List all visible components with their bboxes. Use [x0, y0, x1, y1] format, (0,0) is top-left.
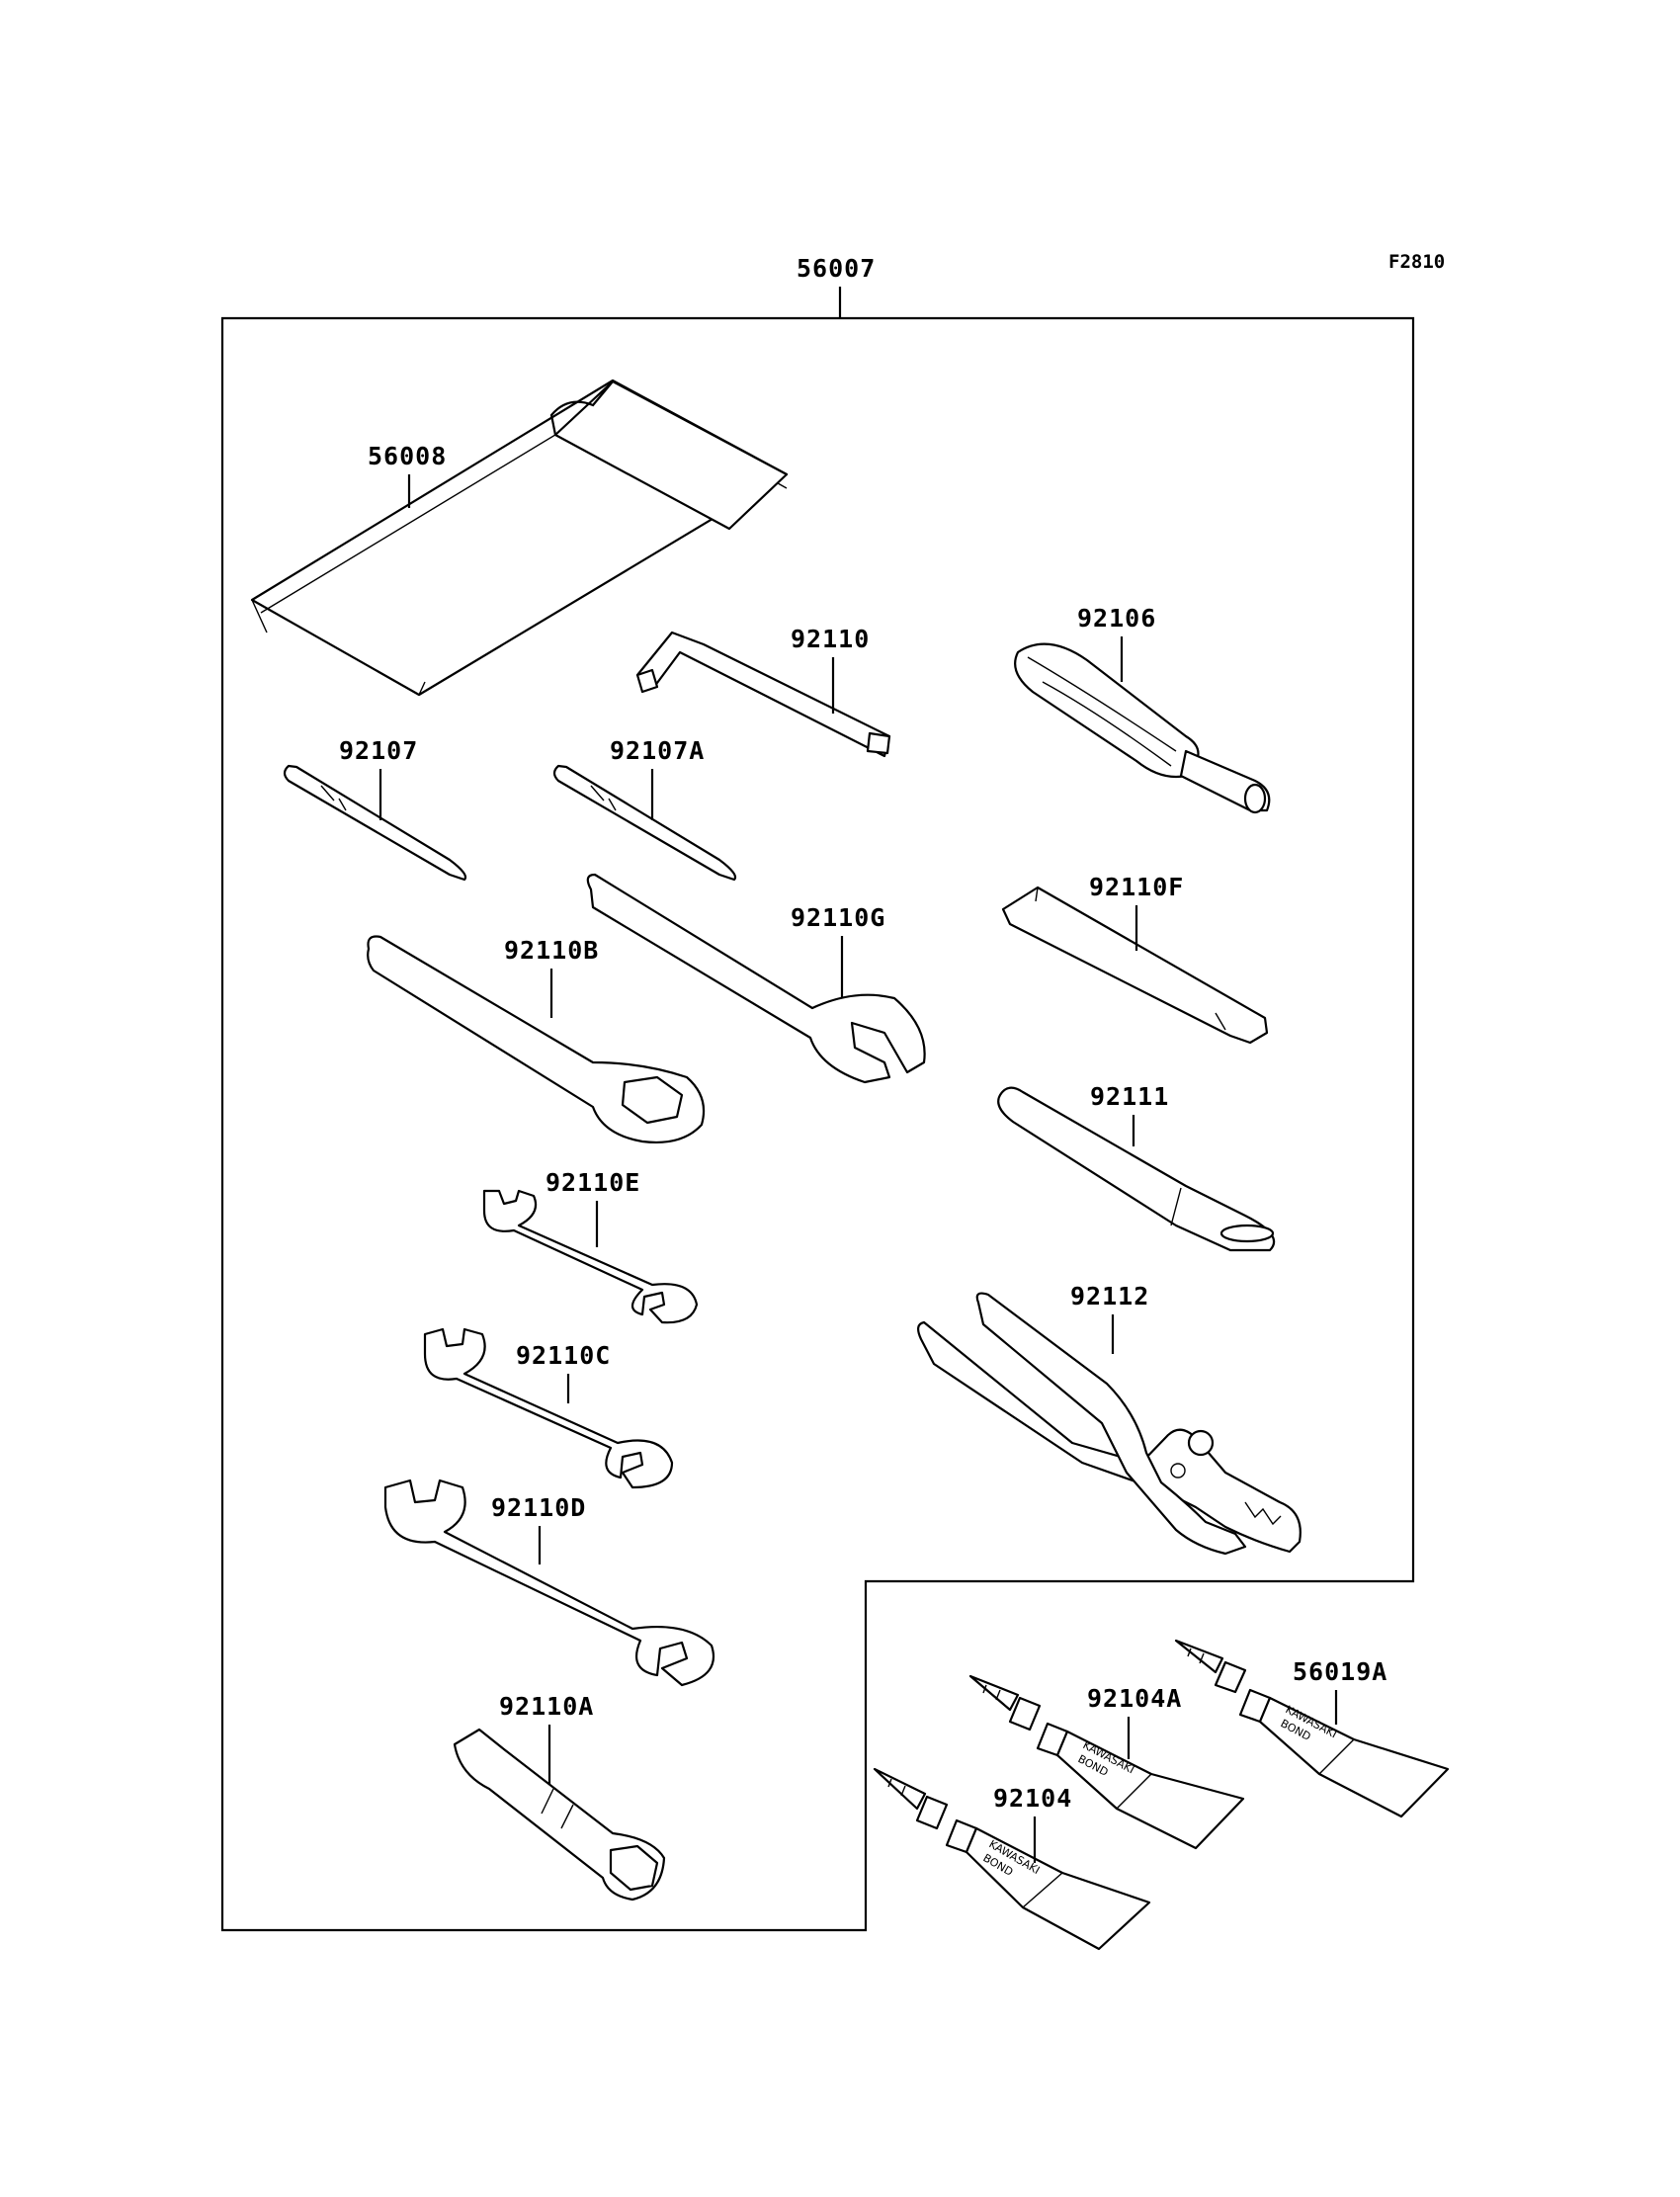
tool-pouch-56008 — [250, 379, 789, 697]
label-92107A: 92107A — [610, 736, 705, 765]
screwdriver-bit-92107 — [283, 764, 467, 882]
label-56007: 56007 — [797, 254, 876, 283]
screwdriver-handle-92106 — [1014, 642, 1271, 814]
double-wrench-92110C — [423, 1327, 674, 1489]
label-56008: 56008 — [368, 442, 447, 470]
label-92110A: 92110A — [499, 1692, 594, 1721]
label-92110F: 92110F — [1089, 873, 1184, 901]
open-wrench-92110G — [586, 873, 926, 1084]
double-wrench-92110D — [383, 1479, 715, 1687]
label-92110E: 92110E — [546, 1168, 640, 1197]
label-92106: 92106 — [1077, 604, 1156, 633]
label-92104: 92104 — [993, 1784, 1072, 1813]
label-92110D: 92110D — [491, 1493, 586, 1522]
label-92107: 92107 — [339, 736, 418, 765]
label-92112: 92112 — [1070, 1282, 1149, 1310]
pliers-92112 — [917, 1292, 1302, 1556]
label-92110G: 92110G — [791, 903, 885, 932]
label-92110C: 92110C — [516, 1341, 611, 1370]
label-92110: 92110 — [791, 625, 870, 653]
label-92111: 92111 — [1090, 1082, 1169, 1111]
pipe-tool-92111 — [997, 1086, 1276, 1252]
kit-boundary — [220, 316, 1415, 1932]
label-92104A: 92104A — [1087, 1684, 1182, 1713]
plug-socket-92110A — [453, 1728, 666, 1901]
label-56019A: 56019A — [1293, 1657, 1387, 1686]
double-wrench-92110E — [482, 1189, 699, 1324]
hex-key-92110 — [635, 631, 891, 758]
label-92110B: 92110B — [504, 936, 599, 965]
screwdriver-bit-92107A — [552, 764, 737, 882]
flat-spanner-92110F — [1001, 886, 1269, 1045]
box-wrench-92110B — [367, 935, 706, 1143]
diagram-code: F2810 — [1388, 251, 1445, 273]
